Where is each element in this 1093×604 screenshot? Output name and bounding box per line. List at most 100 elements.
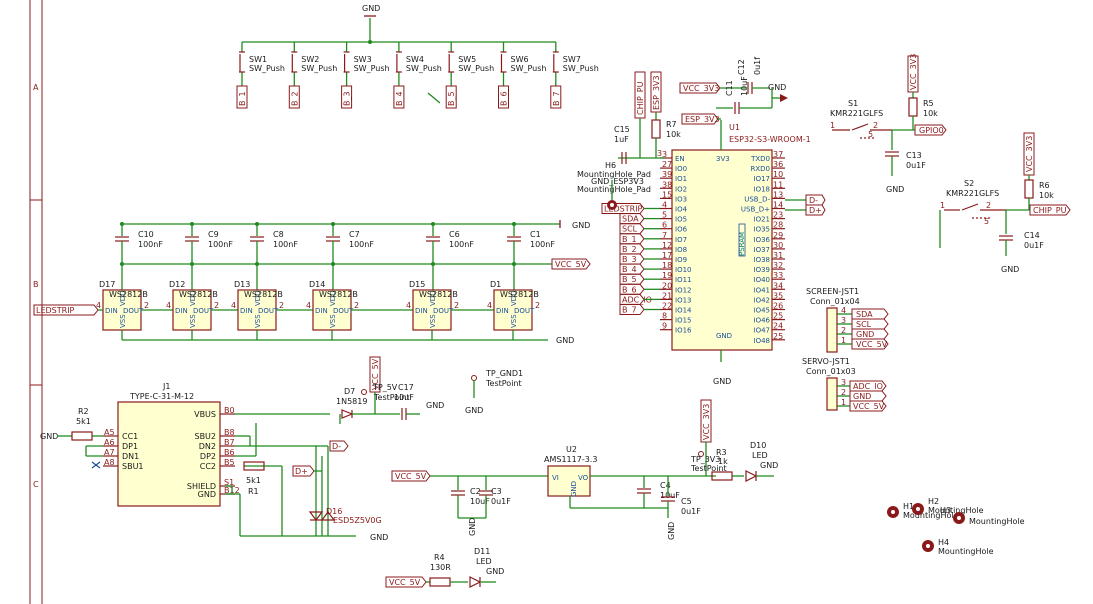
- gnd-label-c13: GND: [886, 185, 904, 194]
- u2-value: AMS1117-3.3: [544, 455, 597, 464]
- tpgnd-value: TestPoint: [485, 379, 522, 388]
- led-din: DIN: [415, 307, 428, 315]
- cap-ref: C10: [138, 230, 154, 239]
- usb-right-pin-name: VBUS: [194, 410, 216, 419]
- switch-value: SW_Push: [301, 64, 337, 73]
- led-value: WS2812B: [244, 290, 283, 299]
- h2-value: MountingHole: [928, 506, 984, 515]
- esp-left-pin-num: 9: [662, 322, 667, 331]
- h6-mounting-pad: H6 MountingHole_Pad GND_ESP3V3 MountingH…: [577, 161, 651, 210]
- esp-right-pin-name: IO48: [754, 337, 770, 345]
- tp5v-value: TestPoint: [373, 393, 410, 402]
- esp-right-pin-name: IO36: [754, 236, 771, 244]
- led-vss: VSS: [429, 314, 437, 328]
- cap-ref: C8: [273, 230, 284, 239]
- esp-left-pin-name: EN: [675, 155, 685, 163]
- led-dout: DOUT: [433, 307, 454, 315]
- esp-right-pin-num: 33: [773, 271, 783, 280]
- esp-usb-labels: D- D+: [785, 194, 826, 216]
- s1-button: S1 KMR221GLFS 1 2 5 GPIO0 GND C13 0u1F V…: [830, 54, 947, 194]
- c12-ref: C12: [737, 59, 746, 75]
- switch-net-label: B_7: [552, 91, 561, 106]
- esp-psram: PSRAM: [738, 232, 746, 256]
- c11-value: 10uF: [740, 76, 749, 96]
- esp-ref: U1: [729, 123, 740, 132]
- c5-value: 0u1F: [681, 507, 701, 516]
- esp-right-pin-name: IO47: [754, 327, 770, 335]
- cap-ref: C6: [449, 230, 460, 239]
- usb-left-pin-num: A7: [104, 448, 115, 457]
- led-value: WS2812B: [109, 290, 148, 299]
- c13-ref: C13: [906, 151, 922, 160]
- servo-net: ADC_IO: [853, 382, 883, 391]
- esp-left-pin-num: 4: [662, 201, 667, 210]
- led-pin-num: 4: [166, 301, 171, 310]
- d7-ref: D7: [344, 387, 355, 396]
- c5-ref: C5: [681, 497, 692, 506]
- esp-right-pin-num: 26: [773, 302, 783, 311]
- switch-ref: SW4: [406, 55, 424, 64]
- esp-net-label: B_6: [619, 283, 660, 295]
- esp-right-pin-name: RXD0: [750, 165, 770, 173]
- esp-left-pin-name: IO8: [675, 246, 687, 254]
- esp-left-pin-name: IO0: [675, 165, 687, 173]
- gnd-label-buttons: GND: [362, 4, 380, 13]
- led-pin-num: 4: [406, 301, 411, 310]
- esp32-module: U1 ESP32-S3-WROOM-1 3V3 GND PSRAM GND: [671, 120, 811, 386]
- screen-ref: SCREEN-JST1: [806, 287, 859, 296]
- switch-ref: SW5: [458, 55, 476, 64]
- esp-right-pin-name: IO41: [754, 286, 770, 294]
- switch-net-label: B_6: [500, 91, 509, 106]
- esp-right-pin-name: IO35: [754, 226, 770, 234]
- esp-right-pin-num: 24: [773, 322, 783, 331]
- esp-right-pin-num: 35: [773, 291, 783, 300]
- led-value: WS2812B: [179, 290, 218, 299]
- usb-right-pin-num: B6: [224, 448, 235, 457]
- esp-left-pin-num: 15: [662, 190, 672, 199]
- ldo-regulator: VCC_5V U2 AMS1117-3.3 VI VO GND C2 10uF …: [391, 399, 778, 540]
- esp-right-pin-num: 32: [773, 261, 783, 270]
- row-label-b: B: [33, 280, 39, 289]
- led-value: WS2812B: [319, 290, 358, 299]
- esp-left-pin-name: IO4: [675, 206, 688, 214]
- c17-ref: C17: [398, 383, 414, 392]
- usb-right-pin: B0 VBUS: [194, 406, 235, 419]
- c13-value: 0u1F: [906, 161, 926, 170]
- usb-right-pin-name: DP2: [200, 452, 216, 461]
- led-dout: DOUT: [514, 307, 535, 315]
- switch-net-label: B_1: [238, 91, 247, 106]
- esp-right-pin-num: 36: [773, 160, 783, 169]
- usb-right-pin-num: B0: [224, 406, 235, 415]
- esp-right-pin-num: 29: [773, 231, 783, 240]
- esp-left-pin-num: 38: [662, 180, 672, 189]
- d11-value: LED: [476, 557, 492, 566]
- esp-right-pin-num: 31: [773, 251, 783, 260]
- led-pin-num: 2: [214, 301, 219, 310]
- led-ref: D17: [99, 280, 115, 289]
- led-ref: D15: [409, 280, 425, 289]
- led-vss: VSS: [189, 314, 197, 328]
- usb-left-pin-name: SBU1: [122, 462, 144, 471]
- esp-left-pin-num: 21: [662, 291, 672, 300]
- esp-net-text: B_5: [622, 275, 637, 284]
- c15-value: 1uF: [614, 135, 629, 144]
- chip-pu-label-top: CHIP_PU: [636, 81, 645, 115]
- usb-left-pin-name: CC1: [122, 432, 138, 441]
- esp-left-pin-num: 5: [662, 211, 667, 220]
- led-ref: D1: [490, 280, 501, 289]
- cap-value: 100nF: [349, 240, 374, 249]
- cap-value: 100nF: [138, 240, 163, 249]
